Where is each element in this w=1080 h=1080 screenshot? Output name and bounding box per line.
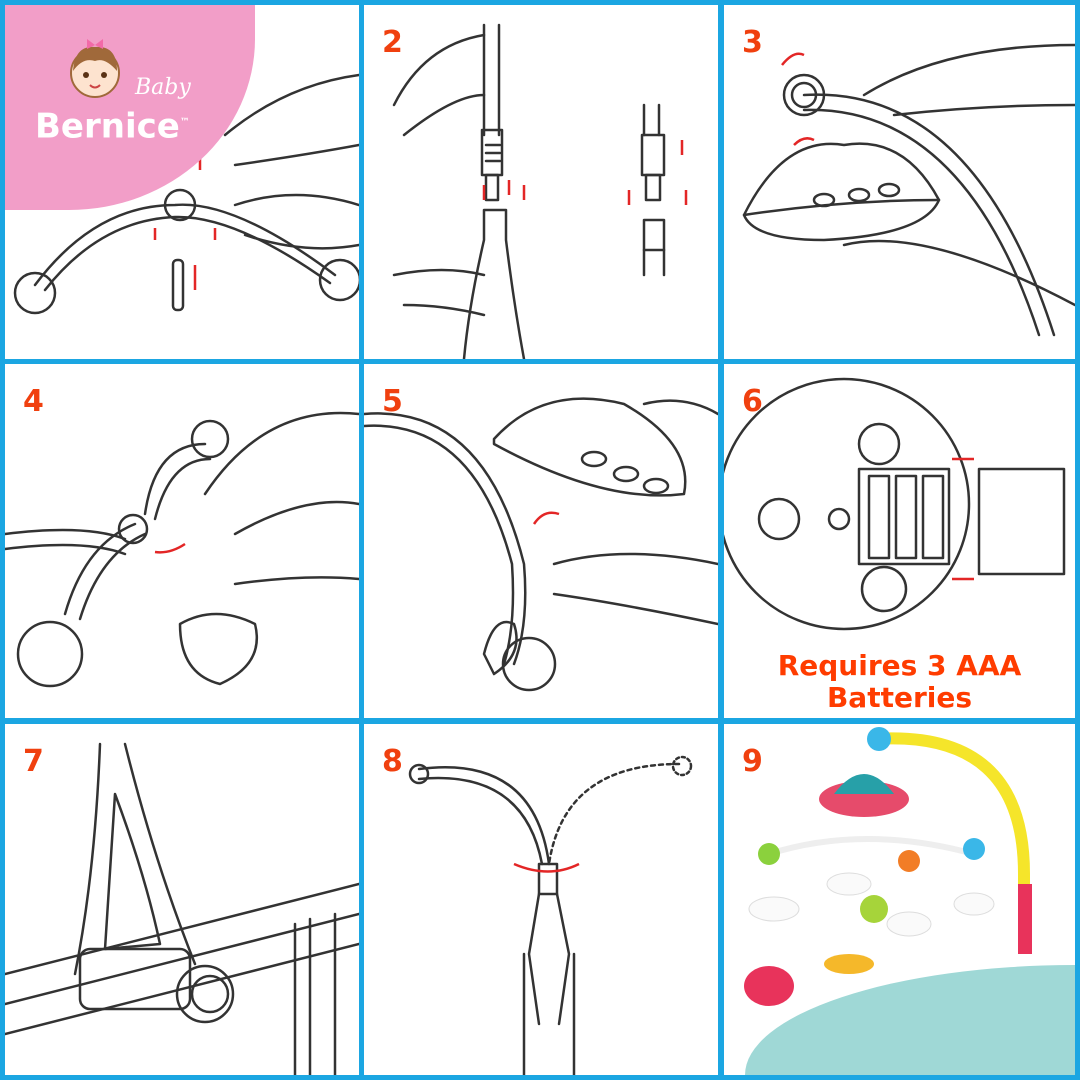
logo-baby-text: Baby [135, 75, 191, 100]
trademark: ™ [179, 117, 190, 128]
step-8-illustration [408, 755, 693, 1075]
step-8-panel: 8 [364, 724, 718, 1075]
step-7-panel: 7 [5, 724, 359, 1075]
step-4-illustration [5, 411, 359, 688]
step-number: 3 [742, 25, 763, 60]
step-5-illustration [364, 397, 718, 692]
step-number: 9 [742, 744, 763, 779]
step-3-panel: 3 [724, 5, 1075, 359]
step-2-illustration [392, 23, 688, 359]
baby-face-icon [70, 39, 120, 98]
step-9-panel: 9 [724, 724, 1075, 1075]
battery-requirement-note: Requires 3 AAA Batteries [777, 649, 1022, 714]
step-5-panel: 5 [364, 364, 718, 718]
step-number: 6 [742, 384, 763, 419]
step-2-panel: 2 [364, 5, 718, 359]
logo-name-text: Bernice [35, 106, 180, 147]
step-6-illustration [724, 377, 1066, 631]
step-6-panel: 6 Requires 3 AAA Batteries [724, 364, 1075, 718]
step-number: 2 [382, 25, 403, 60]
step-number: 8 [382, 744, 403, 779]
step-9-product-photo [744, 727, 1032, 1006]
step-number: 5 [382, 384, 403, 419]
step-1-panel: Baby Bernice™ [5, 5, 359, 359]
step-4-panel: 4 [5, 364, 359, 718]
logo-name: Bernice™ [35, 103, 190, 146]
step-7-illustration [5, 742, 359, 1075]
step-3-illustration [742, 43, 1075, 337]
step-number: 7 [23, 744, 44, 779]
step-number: 4 [23, 384, 44, 419]
